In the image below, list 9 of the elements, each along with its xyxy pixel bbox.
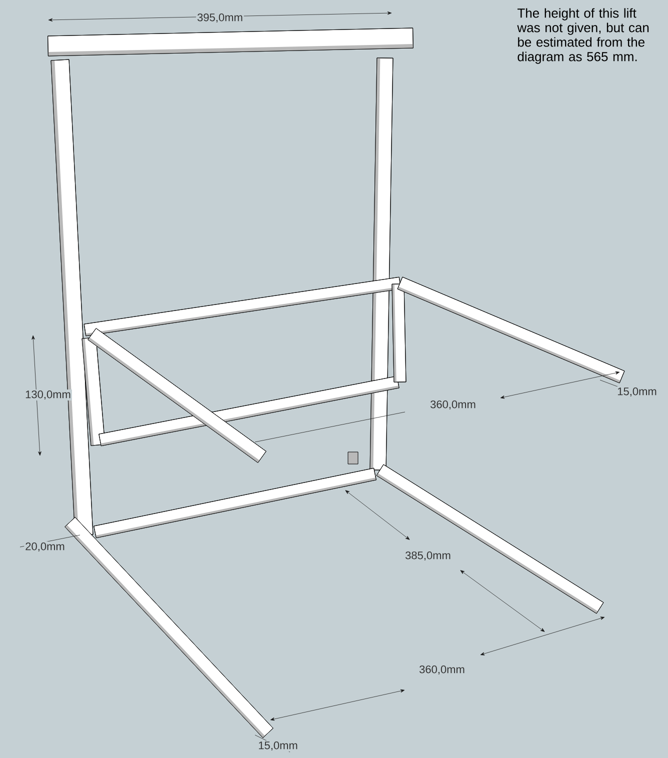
dimension-label: 360,0mm bbox=[420, 665, 464, 675]
dimension-label: 130,0mm bbox=[26, 390, 70, 400]
dimension-label: 385,0mm bbox=[406, 551, 450, 561]
dimension-label: 395,0mm bbox=[198, 13, 242, 23]
note-text: The height of this lift was not given, but can be estimated from the diagram as 565 mm. bbox=[517, 8, 649, 64]
dimension-label: 360,0mm bbox=[430, 400, 476, 410]
dimension-label: 15,0mm bbox=[258, 741, 298, 751]
dimension-label: 20,0mm bbox=[26, 542, 64, 552]
dimension-label: 15,0mm bbox=[618, 387, 656, 397]
